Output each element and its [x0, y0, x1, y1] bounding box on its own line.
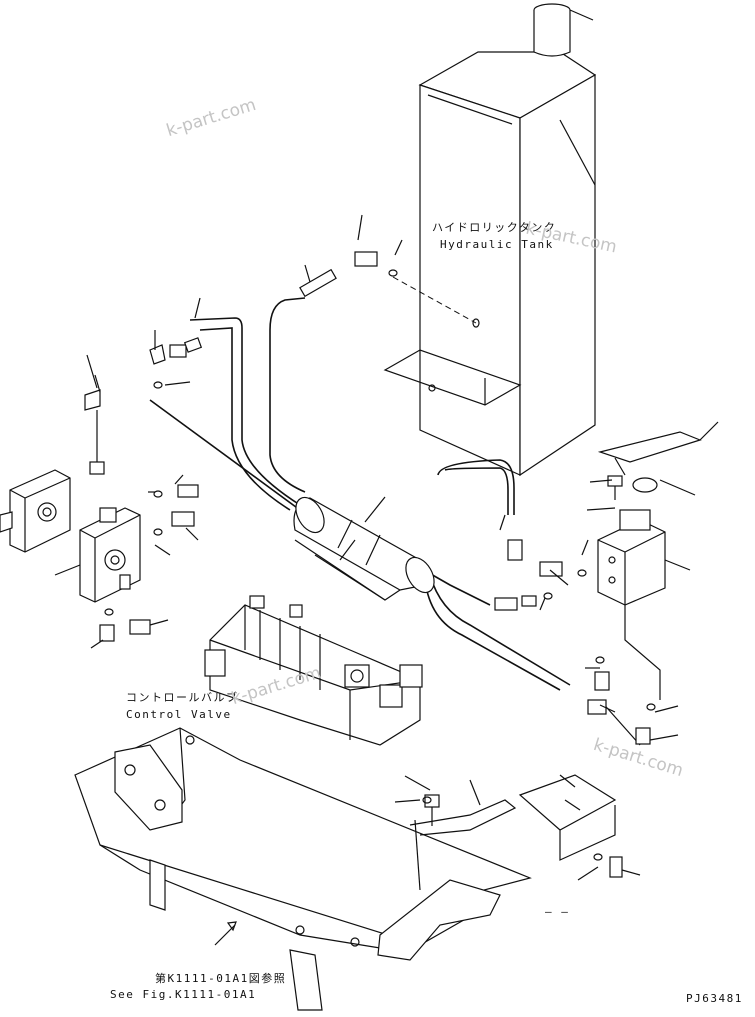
- see-fig-label-jp: 第K1111-01A1図参照: [155, 972, 287, 985]
- leader-lines: [54, 9, 719, 881]
- dash-mark: – –: [545, 905, 570, 918]
- fittings: [84, 251, 656, 878]
- hydraulic-tank-label-jp: ハイドロリックタンク: [432, 221, 557, 234]
- control-valve-label-en: Control Valve: [126, 708, 232, 721]
- left-valve-block: [0, 469, 141, 616]
- see-fig-label-en: See Fig.K1111-01A1: [110, 988, 257, 1001]
- control-valve-label-jp: コントロールバルブ: [126, 691, 239, 704]
- filter-canister: [293, 496, 435, 601]
- drawing-number: PJ63481: [686, 992, 743, 1005]
- hidden-line: [392, 276, 477, 324]
- control-valve: [204, 595, 423, 746]
- hydraulic-tank: [383, 3, 597, 477]
- hydraulic-tank-label-en: Hydraulic Tank: [440, 238, 554, 251]
- pedal-valve: [597, 431, 702, 700]
- base-frame: [74, 727, 617, 1011]
